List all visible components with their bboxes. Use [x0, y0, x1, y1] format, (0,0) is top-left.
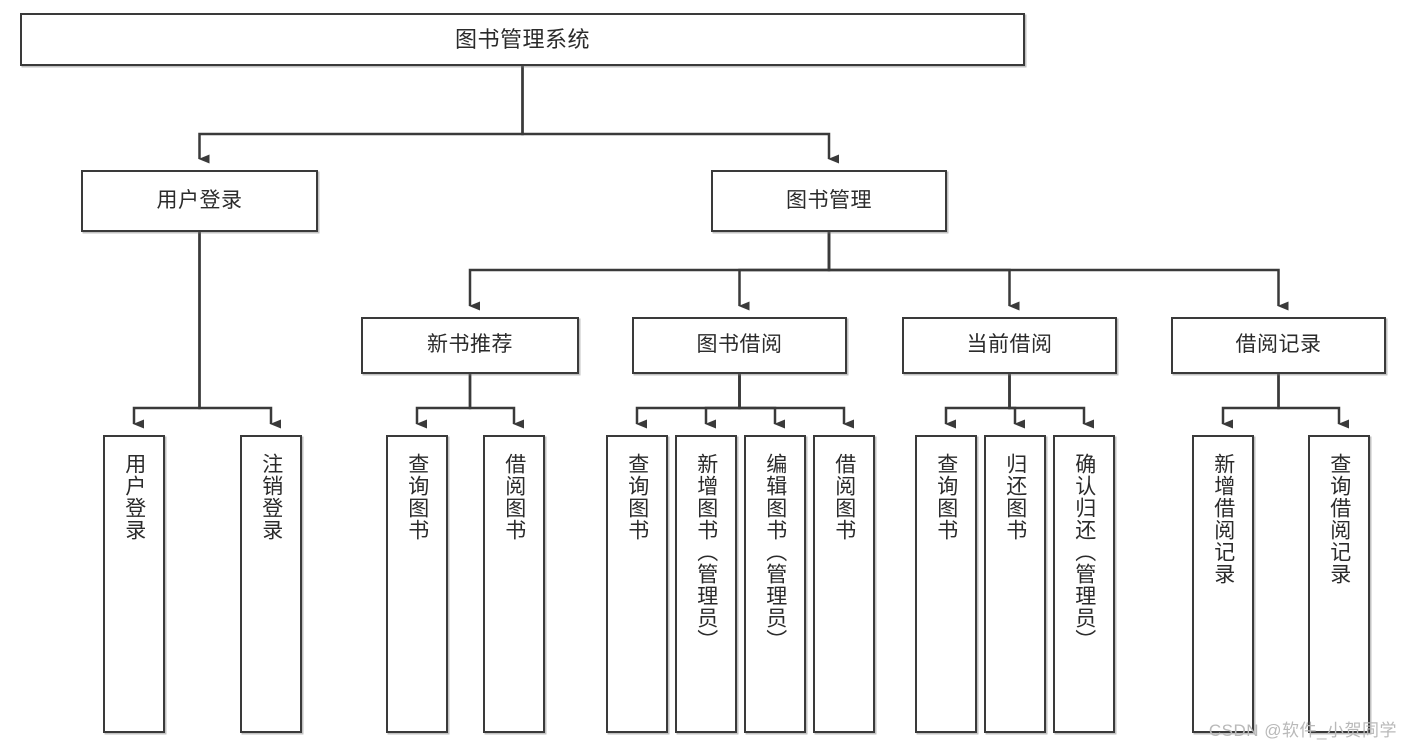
- node-label: 查询图书: [405, 453, 429, 541]
- node-label: 借阅记录: [1235, 333, 1322, 357]
- node-book-borrow[interactable]: 图书借阅: [632, 317, 847, 374]
- node-label: 当前借阅: [966, 333, 1053, 357]
- node-label: 新书推荐: [427, 333, 513, 357]
- edge-book-borrow-to-leaf-add-book: [704, 374, 741, 429]
- node-leaf-query-1[interactable]: 查询图书: [386, 435, 448, 733]
- edge-new-book-rec-to-leaf-query-1: [415, 374, 472, 429]
- node-label: 图书管理: [786, 188, 872, 212]
- edge-book-manage-to-borrow-record: [827, 232, 1289, 311]
- node-leaf-login[interactable]: 用户登录: [103, 435, 165, 733]
- node-current-borrow[interactable]: 当前借阅: [902, 317, 1117, 374]
- node-label: 查询图书: [934, 453, 958, 541]
- node-label: 查询图书: [625, 453, 649, 541]
- node-label: 用户登录: [122, 453, 146, 541]
- node-label: 图书管理系统: [454, 26, 590, 52]
- edge-book-borrow-to-leaf-borrow-2: [738, 374, 854, 429]
- node-leaf-edit-book[interactable]: 编辑图书（管理员）: [744, 435, 806, 733]
- node-user-login[interactable]: 用户登录: [81, 170, 318, 232]
- node-label: 归还图书: [1003, 453, 1027, 541]
- node-leaf-query-2[interactable]: 查询图书: [606, 435, 668, 733]
- node-leaf-query-3[interactable]: 查询图书: [915, 435, 977, 733]
- node-label: 查询借阅记录: [1327, 453, 1351, 585]
- edge-book-manage-to-current-borrow: [827, 232, 1020, 311]
- edge-book-borrow-to-leaf-query-2: [635, 374, 741, 429]
- watermark: CSDN @软件_小贺同学: [1208, 721, 1397, 740]
- edge-borrow-record-to-leaf-query-rec: [1277, 374, 1349, 429]
- edge-new-book-rec-to-leaf-borrow-1: [468, 374, 524, 429]
- node-leaf-add-book[interactable]: 新增图书（管理员）: [675, 435, 737, 733]
- node-label: 编辑图书（管理员）: [763, 453, 787, 651]
- node-leaf-query-rec[interactable]: 查询借阅记录: [1308, 435, 1370, 733]
- node-root[interactable]: 图书管理系统: [20, 13, 1025, 66]
- node-borrow-record[interactable]: 借阅记录: [1171, 317, 1386, 374]
- edge-borrow-record-to-leaf-add-rec: [1221, 374, 1280, 429]
- edge-book-manage-to-new-book-rec: [468, 232, 831, 311]
- node-label: 新增借阅记录: [1211, 453, 1235, 585]
- edge-user-login-to-leaf-login: [132, 232, 201, 429]
- node-label: 用户登录: [156, 188, 243, 212]
- node-label: 新增图书（管理员）: [694, 453, 718, 651]
- edge-book-borrow-to-leaf-edit-book: [738, 374, 785, 429]
- edge-user-login-to-leaf-logout: [198, 232, 281, 429]
- edge-current-borrow-to-leaf-confirm: [1008, 374, 1094, 429]
- node-book-manage[interactable]: 图书管理: [711, 170, 947, 232]
- node-label: 借阅图书: [832, 453, 856, 541]
- node-leaf-logout[interactable]: 注销登录: [240, 435, 302, 733]
- node-label: 借阅图书: [502, 453, 526, 541]
- node-leaf-return[interactable]: 归还图书: [984, 435, 1046, 733]
- node-label: 注销登录: [259, 453, 283, 541]
- edge-current-borrow-to-leaf-query-3: [944, 374, 1011, 429]
- edge-current-borrow-to-leaf-return: [1008, 374, 1025, 429]
- node-leaf-confirm[interactable]: 确认归还（管理员）: [1053, 435, 1115, 733]
- node-leaf-borrow-1[interactable]: 借阅图书: [483, 435, 545, 733]
- node-new-book-rec[interactable]: 新书推荐: [361, 317, 579, 374]
- node-leaf-add-rec[interactable]: 新增借阅记录: [1192, 435, 1254, 733]
- edge-root-to-user-login: [198, 66, 524, 164]
- node-label: 确认归还（管理员）: [1072, 453, 1096, 651]
- node-leaf-borrow-2[interactable]: 借阅图书: [813, 435, 875, 733]
- node-label: 图书借阅: [696, 333, 783, 357]
- edge-book-manage-to-book-borrow: [738, 232, 831, 311]
- edge-root-to-book-manage: [521, 66, 839, 164]
